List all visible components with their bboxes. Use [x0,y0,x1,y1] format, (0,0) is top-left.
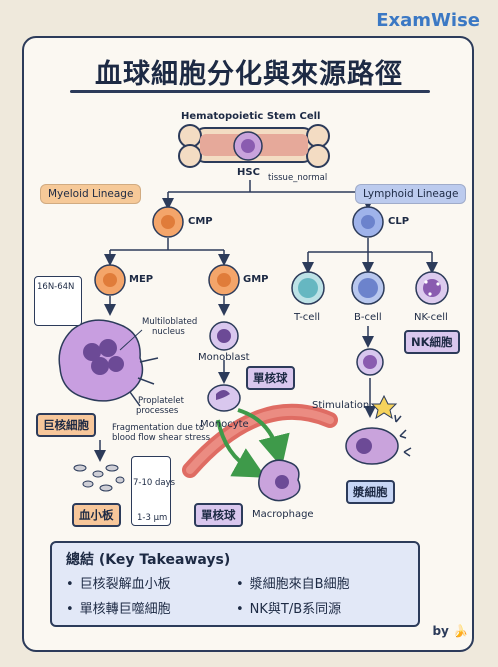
fragmentation-label-2: blood flow shear stress [112,433,211,443]
hsc-label: HSC [237,167,260,178]
monocyte-badge-bottom: 單核球 [194,503,243,527]
gmp-label: GMP [243,274,269,285]
myeloid-lineage-tag: Myeloid Lineage [40,184,142,204]
takeaway-item: 漿細胞來自B細胞 [236,573,416,592]
takeaways-title: 總結 (Key Takeaways) [66,552,231,568]
platelet-info-box [131,456,171,526]
clp-label: CLP [388,216,410,227]
megakaryocyte-badge: 巨核細胞 [36,413,96,437]
hsc-heading: Hematopoietic Stem Cell [181,111,321,122]
proplatelet-label-1: Proplatelet [138,396,184,406]
bone-marrow-illustration [178,124,330,168]
mep-label: MEP [129,274,154,285]
platelet-size: 1-3 μm [137,513,168,523]
tissue-label: tissue_normal [268,173,328,183]
takeaway-item: NK與T/B系同源 [236,598,416,617]
monocyte-badge-top: 單核球 [246,366,295,390]
plasma-cell-badge: 漿細胞 [346,480,395,504]
cmp-label: CMP [188,216,213,227]
ploidy-box [34,276,82,326]
platelet-badge: 血小板 [72,503,121,527]
stimulation-label: Stimulation [312,400,370,411]
title-underline [70,90,430,93]
footer-credit: by 🍌 [432,624,468,638]
monocyte-label: Monocyte [200,419,249,430]
takeaway-item: 單核轉巨噬細胞 [66,598,236,617]
tcell-label: T-cell [294,312,321,323]
macrophage-label: Macrophage [252,509,314,520]
brand-logo: ExamWise [376,10,480,31]
fragmentation-label-1: Fragmentation due to [112,423,205,433]
bcell-label: B-cell [354,312,382,323]
takeaway-item: 巨核裂解血小板 [66,573,236,592]
nucleus-label-1: Multiloblated [142,317,198,327]
nkcell-label: NK-cell [414,312,448,323]
page-title: 血球細胞分化與來源路徑 [95,59,403,90]
proplatelet-label-2: processes [136,406,179,416]
lymphoid-lineage-tag: Lymphoid Lineage [355,184,467,204]
platelet-lifespan: 7-10 days [133,478,176,488]
ploidy-label: 16N-64N [37,282,75,292]
nk-cell-badge: NK細胞 [404,330,460,354]
takeaways-panel: 總結 (Key Takeaways) 巨核裂解血小板 漿細胞來自B細胞 單核轉巨… [50,541,420,627]
nucleus-label-2: nucleus [152,327,185,337]
monoblast-label: Monoblast [198,352,250,363]
